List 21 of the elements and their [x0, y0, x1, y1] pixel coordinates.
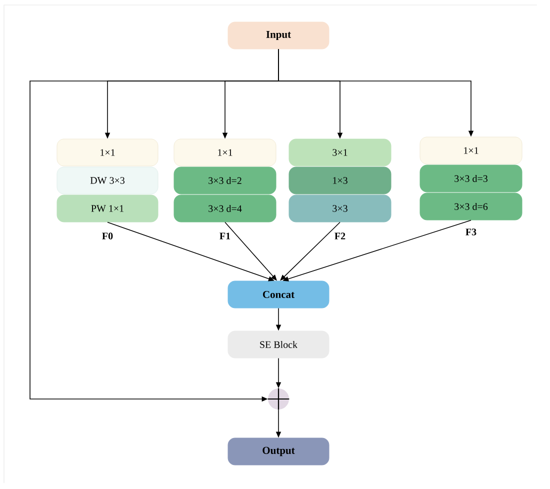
layer-box: PW 1×1	[56, 194, 158, 222]
plus-circle	[267, 388, 290, 410]
layer-box: 1×1	[56, 138, 158, 166]
se-block-box: SE Block	[228, 330, 330, 358]
group-label: F0	[102, 232, 113, 240]
layer-box: 3×3 d=4	[174, 194, 276, 222]
layer-box: 3×1	[288, 138, 392, 166]
input-box: Input	[228, 22, 330, 50]
layer-box: 1×1	[174, 138, 276, 166]
concat-box: Concat	[228, 280, 330, 308]
layer-box: 3×3 d=3	[420, 164, 522, 192]
group-label: F1	[220, 232, 230, 240]
layer-box: DW 3×3	[56, 166, 158, 194]
output-box: Output	[228, 438, 330, 466]
layer-box: 1×1	[420, 136, 522, 164]
group-label: F3	[466, 228, 476, 236]
layer-box: 1×3	[288, 166, 392, 194]
group-label: F2	[334, 232, 346, 240]
layer-box: 3×3 d=6	[420, 192, 522, 220]
layer-box: 3×3 d=2	[174, 166, 276, 194]
layer-box: 3×3	[288, 194, 392, 222]
